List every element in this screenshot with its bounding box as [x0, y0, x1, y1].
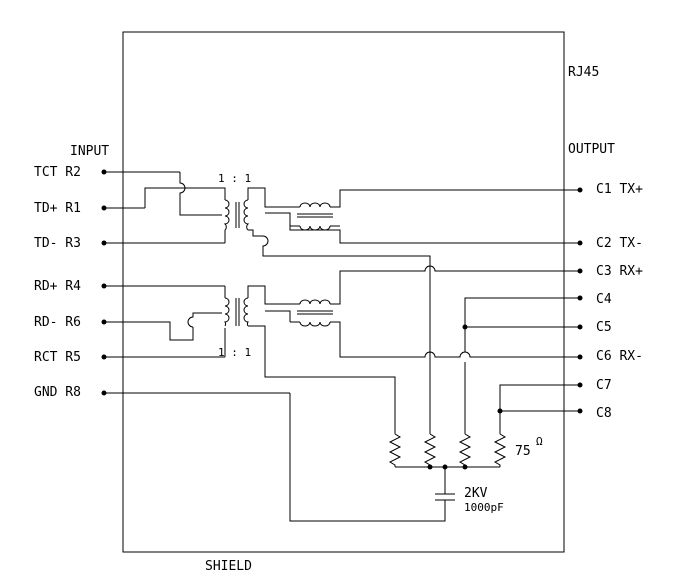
input-wiring: [104, 171, 446, 522]
resistor-1: [388, 433, 402, 467]
output-label: OUTPUT: [568, 142, 615, 157]
resistor-3: [458, 433, 472, 467]
output-pin-c1: C1 TX+: [596, 182, 643, 197]
capacitor: [435, 493, 455, 509]
output-pin-c4: C4: [596, 292, 612, 307]
output-pin-c3: C3 RX+: [596, 264, 643, 279]
secondary-bottom-wiring: [247, 285, 396, 434]
input-pin-td-plus-r1: TD+ R1: [34, 201, 81, 216]
junction-dots: [101, 169, 583, 470]
termination-network: [388, 297, 580, 509]
choke-bottom: [290, 265, 580, 358]
resistor-4: [493, 433, 507, 467]
ratio-bottom: 1 : 1: [218, 346, 251, 359]
transformer-bottom: [224, 297, 249, 327]
input-label: INPUT: [70, 144, 109, 159]
input-pin-tct-r2: TCT R2: [34, 165, 81, 180]
resistor-value: 75: [515, 444, 531, 459]
output-pin-c8: C8: [596, 406, 612, 421]
transformer-top: [223, 199, 250, 231]
capacitor-value: 1000pF: [464, 501, 504, 514]
module-label: RJ45: [568, 65, 599, 80]
output-pin-c6: C6 RX-: [596, 349, 643, 364]
shield-label: SHIELD: [205, 559, 252, 574]
output-pin-c2: C2 TX-: [596, 236, 643, 251]
output-pin-c7: C7: [596, 378, 612, 393]
capacitor-voltage: 2KV: [464, 486, 488, 501]
resistor-2: [423, 433, 437, 467]
input-pin-rd-minus-r6: RD- R6: [34, 315, 81, 330]
input-pin-gnd-r8: GND R8: [34, 385, 81, 400]
ratio-top: 1 : 1: [218, 172, 251, 185]
input-pin-rd-plus-r4: RD+ R4: [34, 279, 81, 294]
module-outline: [122, 31, 565, 553]
input-pin-td-minus-r3: TD- R3: [34, 236, 81, 251]
ohm-symbol: Ω: [536, 435, 543, 448]
input-pin-rct-r5: RCT R5: [34, 350, 81, 365]
choke-top: [290, 189, 580, 231]
output-pin-c5: C5: [596, 320, 612, 335]
